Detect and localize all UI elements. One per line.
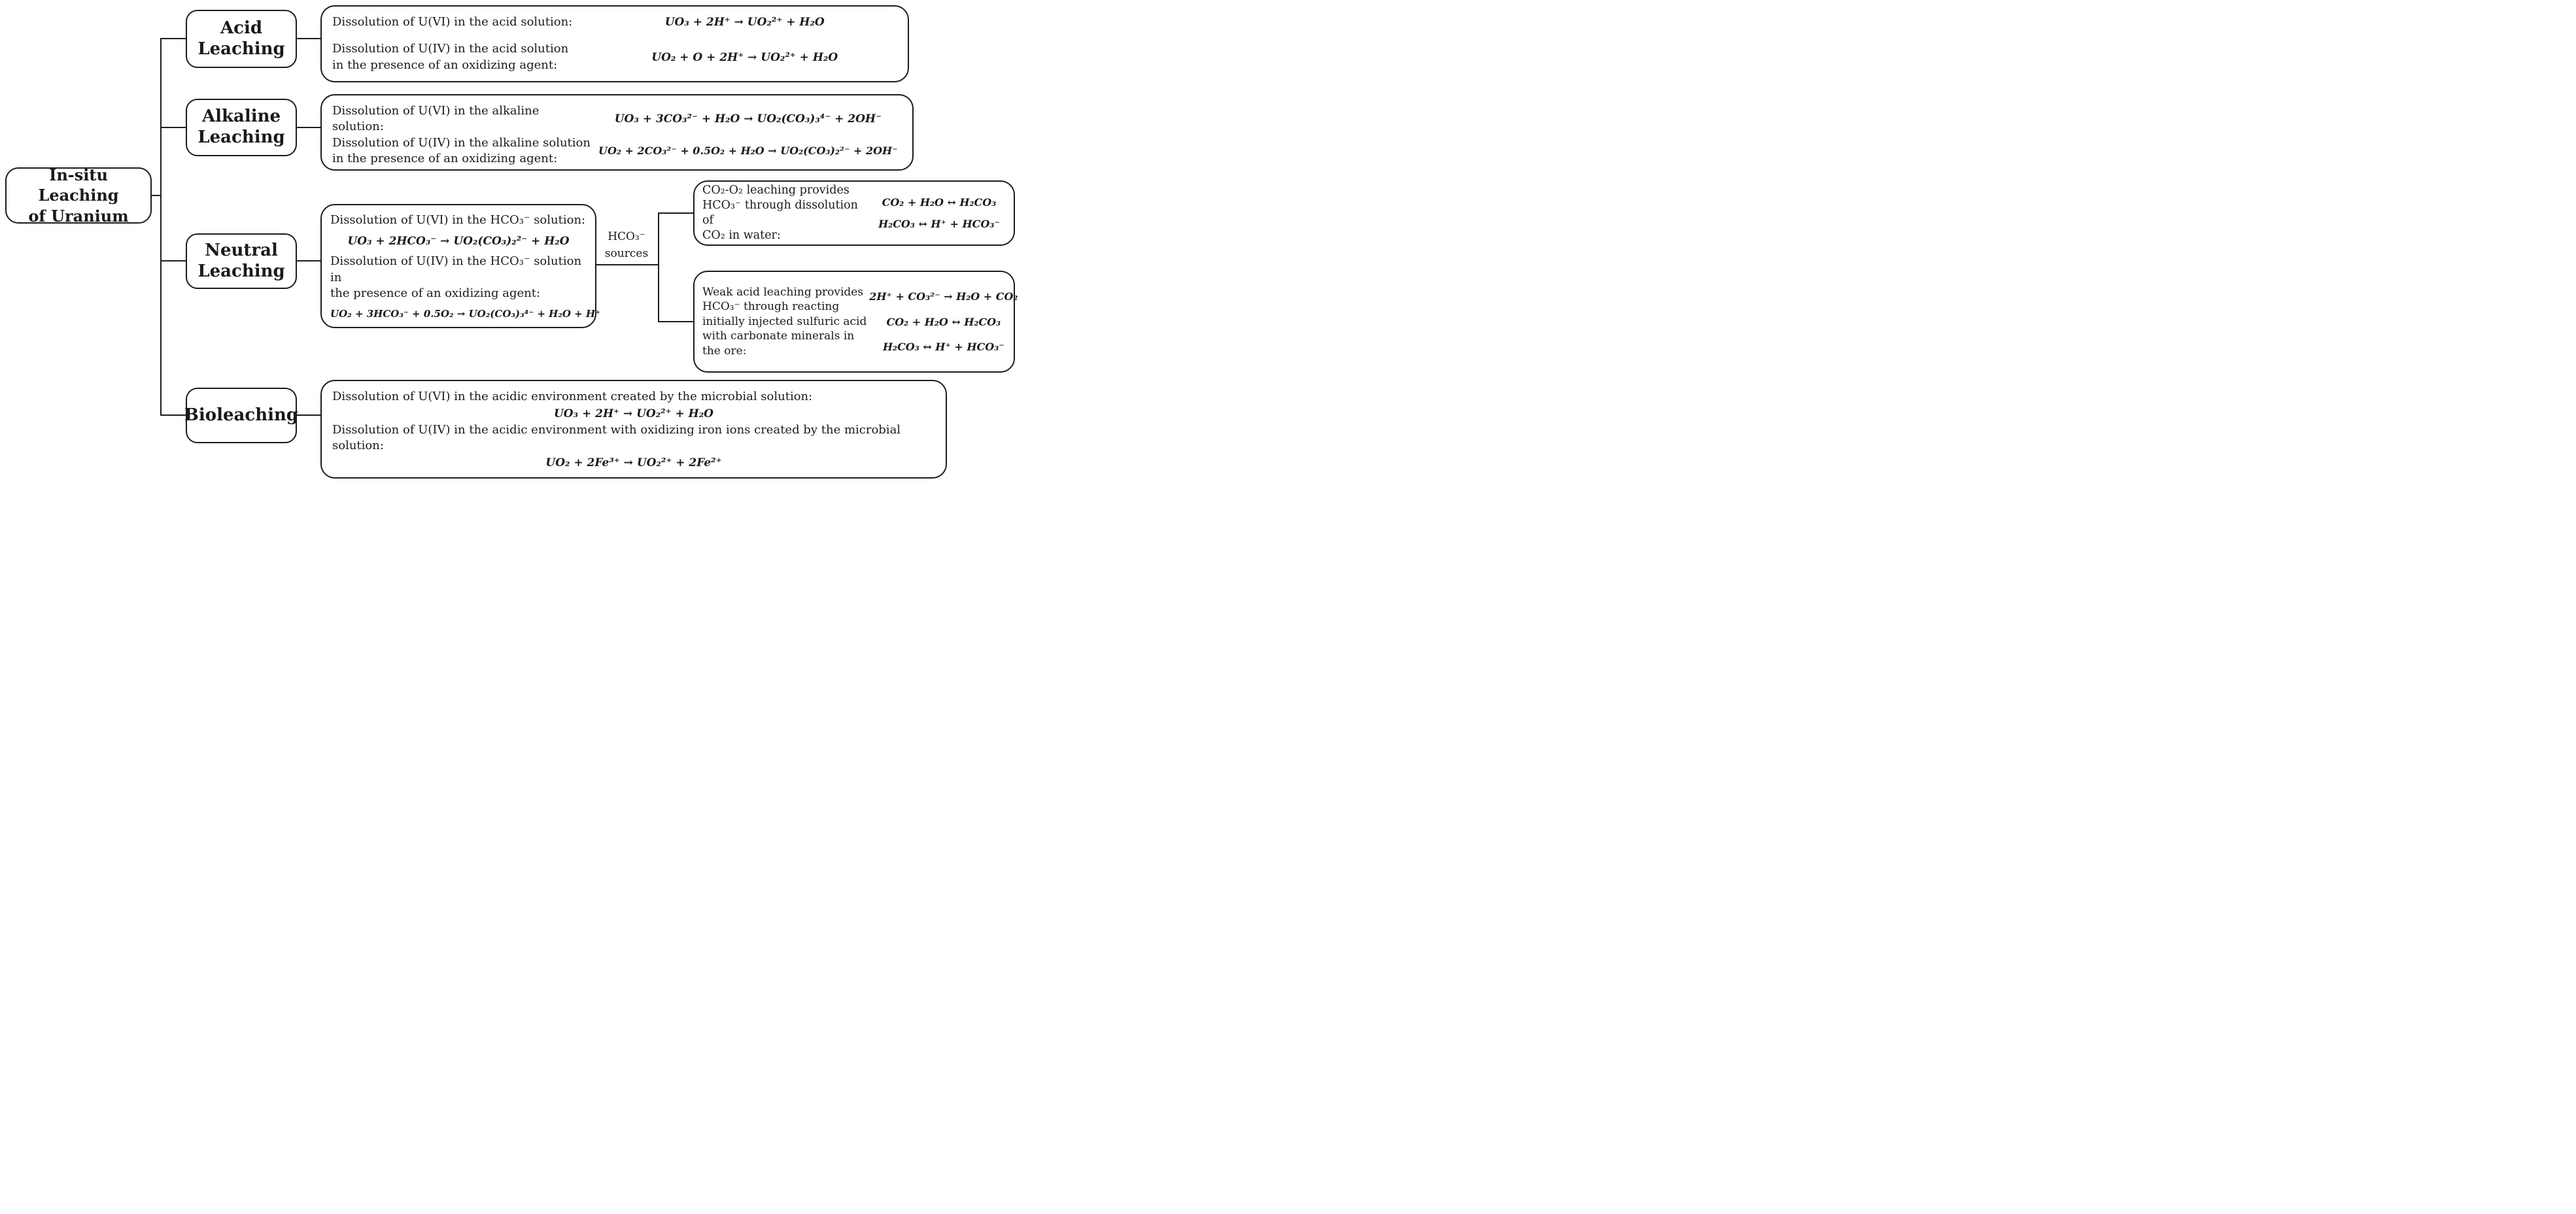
alkaline-uiv-row: Dissolution of U(IV) in the alkaline sol… — [332, 135, 902, 167]
neutral-uiv-equation: UO₂ + 3HCO₃⁻ + 0.5O₂ → UO₂(CO₃)₃⁴⁻ + H₂O… — [330, 307, 601, 320]
neutral-label-line1: Neutral — [205, 240, 278, 260]
co2-o2-text-line2: HCO₃⁻ through dissolution of — [702, 198, 858, 227]
acid-leaching-node: Acid Leaching — [186, 10, 297, 68]
alkaline-uiv-text: Dissolution of U(IV) in the alkaline sol… — [332, 135, 594, 167]
alkaline-uiv-text-line2: in the presence of an oxidizing agent: — [332, 151, 558, 165]
acid-detail-box: Dissolution of U(VI) in the acid solutio… — [320, 5, 909, 82]
connector-main-trunk — [160, 38, 162, 416]
weak-acid-equation3: H₂CO₃ ↔ H⁺ + HCO₃⁻ — [882, 341, 1005, 354]
bioleaching-label: Bioleaching — [184, 405, 299, 425]
alkaline-uvi-row: Dissolution of U(VI) in the alkaline sol… — [332, 103, 902, 135]
alkaline-label-line2: Leaching — [197, 127, 285, 147]
bioleaching-uiv-equation: UO₂ + 2Fe³⁺ → UO₂²⁺ + 2Fe²⁺ — [545, 456, 722, 470]
co2-o2-text: CO₂-O₂ leaching provides HCO₃⁻ through d… — [702, 183, 872, 243]
alkaline-uiv-equation: UO₂ + 2CO₃²⁻ + 0.5O₂ + H₂O → UO₂(CO₃)₂²⁻… — [598, 144, 898, 158]
co2-o2-equation1: CO₂ + H₂O ↔ H₂CO₃ — [882, 196, 997, 209]
weak-acid-equation2: CO₂ + H₂O ↔ H₂CO₃ — [886, 315, 1001, 328]
weak-acid-text-line3: initially injected sulfuric acid — [702, 314, 867, 328]
neutral-uiv-text-line1: Dissolution of U(IV) in the HCO₃⁻ soluti… — [330, 254, 582, 284]
neutral-uiv-text-line2: the presence of an oxidizing agent: — [330, 286, 541, 301]
connector-acid-to-detail — [297, 38, 320, 39]
alkaline-leaching-node: Alkaline Leaching — [186, 99, 297, 156]
hco3-sources-label: HCO₃⁻ sources — [594, 229, 659, 262]
bioleaching-uiv-text: Dissolution of U(IV) in the acidic envir… — [332, 423, 901, 453]
co2-o2-text-line1: CO₂-O₂ leaching provides — [702, 183, 850, 197]
alkaline-uiv-text-line1: Dissolution of U(IV) in the alkaline sol… — [332, 135, 591, 150]
acid-uvi-text: Dissolution of U(VI) in the acid solutio… — [332, 15, 573, 29]
connector-alkaline-to-detail — [297, 127, 320, 128]
bioleaching-uvi-equation: UO₃ + 2H⁺ → UO₂²⁺ + H₂O — [553, 407, 713, 420]
connector-trunk-to-neutral — [160, 260, 186, 261]
alkaline-uvi-equation: UO₃ + 3CO₃²⁻ + H₂O → UO₂(CO₃)₃⁴⁻ + 2OH⁻ — [614, 112, 882, 126]
acid-uiv-equation: UO₂ + O + 2H⁺ → UO₂²⁺ + H₂O — [651, 50, 838, 64]
co2-o2-equations: CO₂ + H₂O ↔ H₂CO₃ H₂CO₃ ↔ H⁺ + HCO₃⁻ — [872, 187, 1006, 239]
neutral-uvi-text: Dissolution of U(VI) in the HCO₃⁻ soluti… — [330, 213, 586, 227]
weak-acid-source-box: Weak acid leaching provides HCO₃⁻ throug… — [693, 271, 1018, 373]
bioleaching-node: Bioleaching — [184, 388, 299, 443]
weak-acid-equations: 2H⁺ + CO₃²⁻ → H₂O + CO₂ CO₂ + H₂O ↔ H₂CO… — [869, 277, 1018, 366]
connector-root-to-trunk — [152, 195, 162, 196]
connector-sources-trunk — [658, 212, 659, 322]
uranium-leaching-diagram: In-situ Leaching of Uranium Acid Leachin… — [0, 0, 1031, 486]
acid-label-line1: Acid — [220, 18, 263, 38]
bioleaching-detail-box: Dissolution of U(VI) in the acidic envir… — [320, 380, 947, 479]
acid-uiv-text-line2: in the presence of an oxidizing agent: — [332, 58, 558, 72]
root-title-line1: In-situ Leaching — [38, 165, 119, 205]
bioleaching-uvi-text: Dissolution of U(VI) in the acidic envir… — [332, 389, 813, 403]
connector-neutral-to-sources — [596, 264, 659, 265]
alkaline-detail-box: Dissolution of U(VI) in the alkaline sol… — [320, 94, 914, 171]
acid-uiv-text-line1: Dissolution of U(IV) in the acid solutio… — [332, 42, 569, 56]
hco3-sources-label-line2: sources — [604, 246, 649, 260]
alkaline-uvi-text: Dissolution of U(VI) in the alkaline sol… — [332, 104, 540, 134]
neutral-uiv-text: Dissolution of U(IV) in the HCO₃⁻ soluti… — [330, 254, 587, 301]
connector-trunk-to-acid — [160, 38, 186, 39]
connector-sources-to-weak-acid — [658, 321, 693, 322]
alkaline-label-line1: Alkaline — [201, 107, 281, 127]
weak-acid-text-line4: with carbonate minerals in — [702, 329, 855, 343]
co2-o2-text-line3: CO₂ in water: — [702, 229, 781, 243]
weak-acid-text: Weak acid leaching provides HCO₃⁻ throug… — [702, 285, 869, 358]
acid-uvi-row: Dissolution of U(VI) in the acid solutio… — [332, 14, 897, 30]
acid-uiv-text: Dissolution of U(IV) in the acid solutio… — [332, 41, 592, 73]
co2-o2-equation2: H₂CO₃ ↔ H⁺ + HCO₃⁻ — [878, 218, 1000, 230]
co2-o2-source-box: CO₂-O₂ leaching provides HCO₃⁻ through d… — [693, 180, 1015, 246]
root-title-line2: of Uranium — [28, 206, 129, 226]
acid-label-line2: Leaching — [197, 39, 285, 59]
acid-uvi-equation: UO₃ + 2H⁺ → UO₂²⁺ + H₂O — [664, 16, 825, 29]
neutral-detail-box: Dissolution of U(VI) in the HCO₃⁻ soluti… — [320, 204, 601, 328]
weak-acid-equation1: 2H⁺ + CO₃²⁻ → H₂O + CO₂ — [869, 290, 1018, 303]
acid-uiv-row: Dissolution of U(IV) in the acid solutio… — [332, 41, 897, 73]
neutral-label-line2: Leaching — [197, 261, 285, 281]
connector-sources-to-co2 — [658, 212, 693, 214]
root-node: In-situ Leaching of Uranium — [5, 165, 152, 226]
connector-neutral-to-detail — [297, 260, 320, 261]
hco3-sources-label-line1: HCO₃⁻ — [608, 230, 645, 243]
weak-acid-text-line2: HCO₃⁻ through reacting — [702, 300, 840, 314]
weak-acid-text-line5: the ore: — [702, 344, 747, 358]
connector-trunk-to-alkaline — [160, 127, 186, 128]
neutral-uvi-equation: UO₃ + 2HCO₃⁻ → UO₂(CO₃)₂²⁻ + H₂O — [347, 234, 570, 248]
weak-acid-text-line1: Weak acid leaching provides — [702, 285, 864, 299]
connector-bioleaching-to-detail — [297, 414, 320, 416]
neutral-leaching-node: Neutral Leaching — [186, 233, 297, 289]
connector-trunk-to-bioleaching — [160, 414, 186, 416]
